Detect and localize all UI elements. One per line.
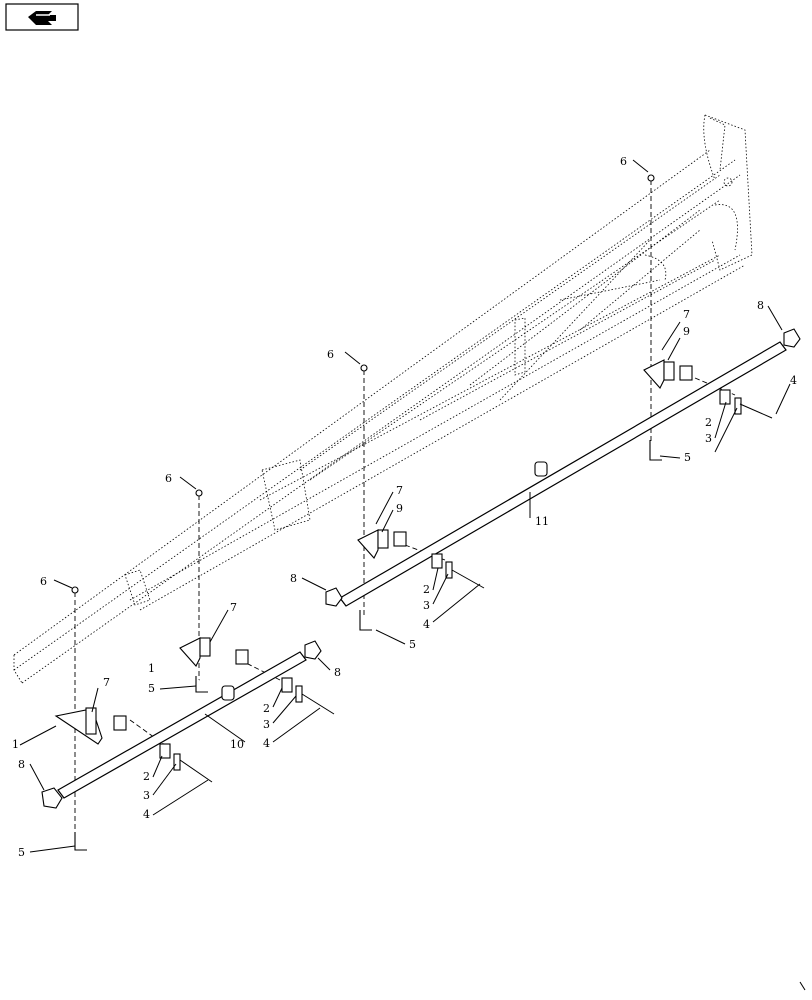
callout-2: 2: [263, 702, 270, 715]
callout-7: 7: [230, 601, 237, 614]
callout-labels: 6 6 6 6 7 9 7 9 7 7 8 8 8 8 4 2 3 5 11 2…: [12, 155, 797, 859]
callout-6: 6: [165, 472, 172, 485]
callout-11: 11: [535, 515, 549, 528]
callout-5: 5: [409, 638, 416, 651]
callout-3: 3: [423, 599, 430, 612]
callout-2: 2: [423, 583, 430, 596]
callout-5: 5: [684, 451, 691, 464]
pipe-11: [325, 328, 801, 607]
callout-3: 3: [705, 432, 712, 445]
forward-arrow-icon: [28, 11, 56, 25]
end-cap: [325, 587, 343, 607]
callout-5: 5: [18, 846, 25, 859]
corner-mark: [799, 981, 806, 991]
locator-lines: [74, 180, 736, 845]
end-cap: [304, 640, 322, 660]
callout-8: 8: [334, 666, 341, 679]
callout-1: 1: [148, 662, 155, 675]
boom-frame: [13, 114, 753, 684]
nav-button[interactable]: [5, 3, 79, 31]
callout-7: 7: [683, 308, 690, 321]
callout-3: 3: [263, 718, 270, 731]
brackets: [54, 174, 773, 851]
callout-6: 6: [620, 155, 627, 168]
callout-6: 6: [40, 575, 47, 588]
callout-2: 2: [705, 416, 712, 429]
callout-leaders: [19, 159, 791, 853]
callout-9: 9: [396, 502, 403, 515]
callout-1: 1: [12, 738, 19, 751]
callout-6: 6: [327, 348, 334, 361]
callout-4: 4: [263, 737, 270, 750]
callout-7: 7: [396, 484, 403, 497]
callout-9: 9: [683, 325, 690, 338]
pipe-10: [41, 640, 322, 809]
callout-8: 8: [757, 299, 764, 312]
callout-4: 4: [790, 374, 797, 387]
callout-5: 5: [148, 682, 155, 695]
callout-2: 2: [143, 770, 150, 783]
callout-4: 4: [423, 618, 430, 631]
callout-8: 8: [18, 758, 25, 771]
callout-7: 7: [103, 676, 110, 689]
end-cap: [783, 328, 801, 348]
callout-8: 8: [290, 572, 297, 585]
end-cap: [41, 787, 63, 809]
callout-10: 10: [230, 738, 244, 751]
callout-3: 3: [143, 789, 150, 802]
callout-4: 4: [143, 808, 150, 821]
